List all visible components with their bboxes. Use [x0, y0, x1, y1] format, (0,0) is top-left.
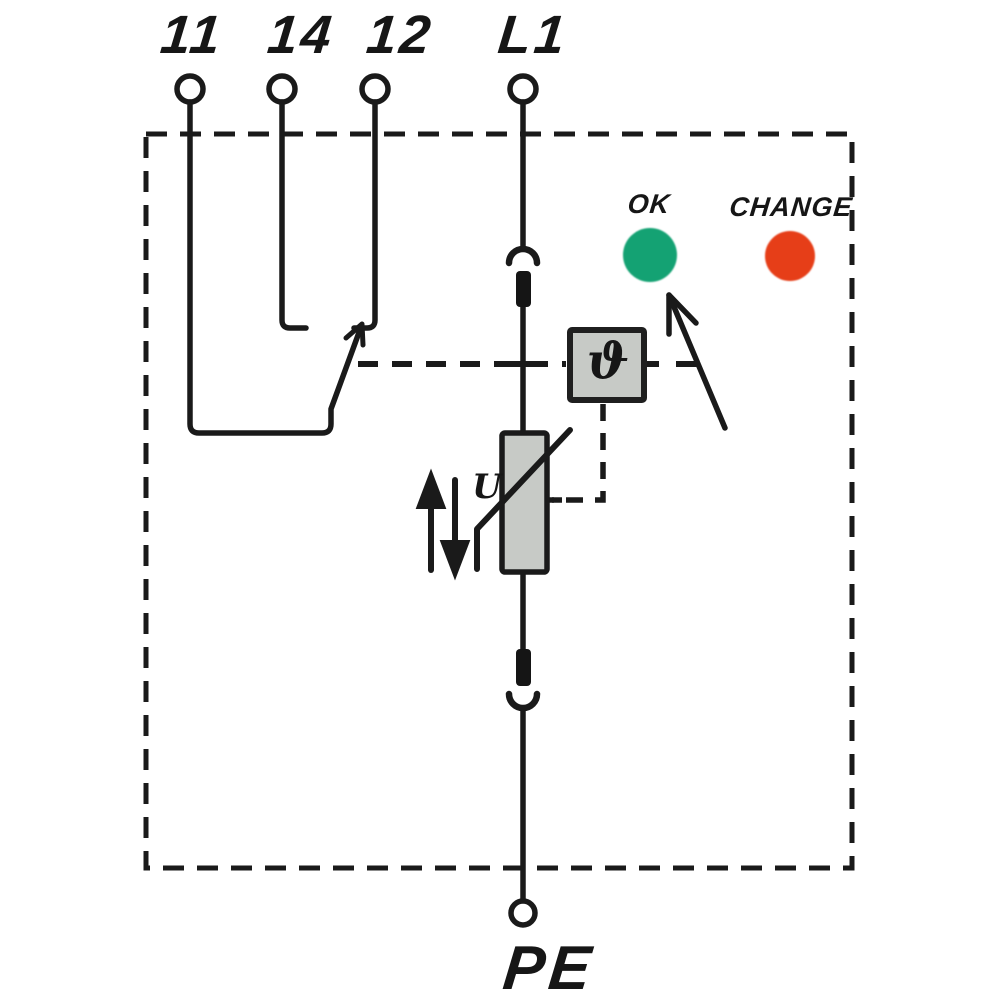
terminal-14-circle	[266, 73, 298, 105]
terminal-14-label: 14	[264, 5, 338, 65]
status-arrow-head	[666, 292, 699, 337]
thermal-link-path	[552, 404, 606, 503]
voltage-u-label: U	[472, 467, 502, 507]
varistor-diagonal-stroke	[474, 427, 573, 572]
change-light	[765, 231, 815, 281]
terminal-pe-circle	[508, 898, 538, 928]
up-arrow-head	[415, 468, 447, 509]
thermal-theta-symbol: ϑ	[586, 331, 630, 390]
terminal-11-circle	[174, 73, 206, 105]
terminal-12-circle	[359, 73, 391, 105]
varistor-body	[499, 430, 550, 575]
device-enclosure-border	[143, 131, 855, 871]
change-light-label: CHANGE	[727, 192, 855, 222]
terminal-14-lead	[279, 99, 309, 331]
terminal-l1-circle	[507, 73, 539, 105]
thermal-sensor-box	[567, 327, 647, 403]
disconnect-element-top	[516, 271, 531, 307]
terminal-11-lead-and-switch-blade	[187, 99, 364, 436]
disconnect-element-bottom	[516, 649, 531, 686]
status-arrow-shaft	[666, 292, 728, 431]
terminal-pe-label: PE	[500, 934, 599, 1000]
status-arrow	[666, 292, 728, 431]
voltage-direction-arrows	[415, 468, 471, 581]
terminal-12-lead	[351, 99, 378, 331]
top-terminals	[174, 73, 539, 105]
down-arrow-head	[439, 540, 471, 581]
terminal-12-label: 12	[363, 5, 437, 65]
ok-light	[623, 228, 677, 282]
ok-light-label: OK	[626, 189, 672, 219]
disconnect-arc-top	[505, 245, 541, 267]
terminal-11-label: 11	[157, 5, 227, 65]
terminal-l1-label: L1	[495, 5, 571, 65]
thermal-link-dashed	[547, 404, 606, 503]
